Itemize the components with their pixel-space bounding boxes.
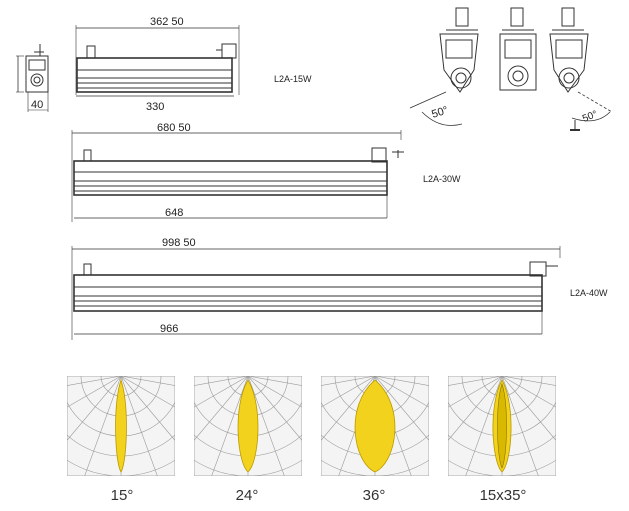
beam-panel-narrow <box>67 376 175 476</box>
fixture-15w-drawing <box>75 25 240 97</box>
end-view-drawing <box>16 44 49 112</box>
beam-label-15: 15° <box>111 487 134 504</box>
fixture-15w-overall-length: 362 50 <box>150 16 184 28</box>
rotation-angle-left-label: 50° <box>430 104 450 121</box>
fixture-40w-model: L2A-40W <box>570 288 608 298</box>
end-view-width-label: 40 <box>31 99 43 111</box>
fixture-40w-drawing <box>71 246 561 340</box>
beam-lobe-narrow <box>115 378 127 473</box>
beam-lobe-medium <box>237 379 259 473</box>
beam-lobe-wide <box>354 379 396 473</box>
beam-panel-wide <box>321 376 429 476</box>
beam-label-36: 36° <box>363 487 386 504</box>
beam-label-15x35: 15x35° <box>480 487 527 504</box>
fixture-30w-drawing <box>71 130 404 222</box>
beam-pattern-panels <box>67 376 556 476</box>
rotation-views <box>409 7 613 131</box>
fixture-30w-model: L2A-30W <box>423 174 461 184</box>
beam-label-24: 24° <box>236 487 259 504</box>
fixture-15w-model: L2A-15W <box>274 74 312 84</box>
fixture-15w-body-length: 330 <box>146 101 164 113</box>
beam-panel-elliptical <box>448 376 556 476</box>
fixture-40w-overall-length: 998 50 <box>162 237 196 249</box>
beam-panel-medium <box>194 376 302 476</box>
fixture-30w-overall-length: 680 50 <box>157 122 191 134</box>
fixture-30w-body-length: 648 <box>165 207 183 219</box>
rotation-angle-right-label: 50° <box>581 109 599 125</box>
fixture-40w-body-length: 966 <box>160 323 178 335</box>
beam-lobe-inner <box>497 383 507 469</box>
